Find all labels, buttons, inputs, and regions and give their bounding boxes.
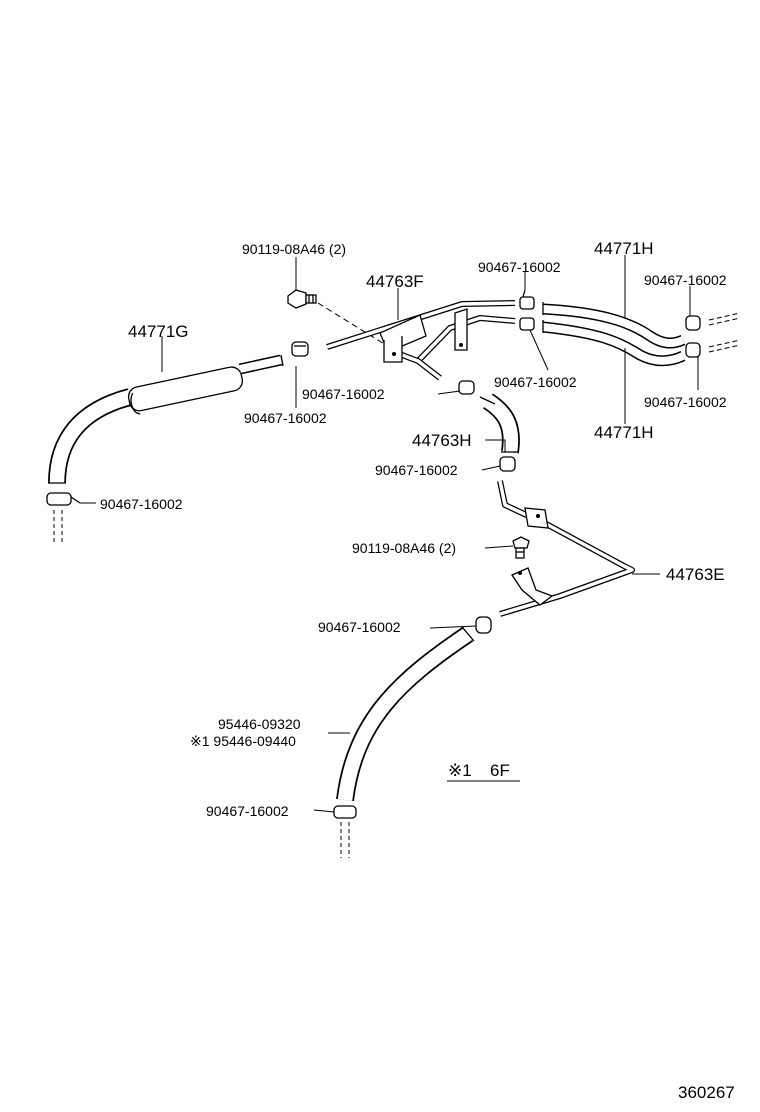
label-pipe-44763E: 44763E [666, 565, 725, 584]
label-hose-44763H: 44763H [412, 431, 472, 450]
hose-44771H-upper [542, 302, 686, 349]
clamp-90467-mid [475, 616, 492, 634]
diagram-id: 360267 [678, 1083, 735, 1102]
label-pipe-44763F: 44763F [366, 272, 424, 291]
hose-44763H [479, 393, 520, 454]
label-hose-95446-line2: ※1 95446-09440 [190, 733, 296, 749]
clamp-90467-mid-upper [499, 456, 516, 472]
label-clip-right-lower: 90467-16002 [644, 394, 727, 410]
bolt-mid [512, 536, 530, 559]
label-clip-mid-upper: 90467-16002 [375, 462, 458, 478]
label-bolt-top: 90119-08A46 (2) [242, 241, 346, 257]
clamp-90467-center-b [519, 317, 535, 331]
note-text: 6F [490, 761, 510, 780]
pipe-44763F [326, 300, 516, 381]
label-clip-center-b: 90467-16002 [494, 374, 577, 390]
label-clip-bottom: 90467-16002 [206, 803, 289, 819]
hose-44771H-lower [542, 320, 686, 367]
clamp-90467-left-bottom [46, 492, 81, 506]
label-hose-44771H-bottom: 44771H [594, 423, 654, 442]
label-clip-left-bottom: 90467-16002 [100, 496, 183, 512]
clamp-90467-g [291, 341, 309, 357]
label-hose-44771H-top: 44771H [594, 239, 654, 258]
label-clip-right-upper: 90467-16002 [644, 272, 727, 288]
label-hose-95446-line1: 95446-09320 [218, 716, 301, 732]
note-mark: ※1 [448, 761, 472, 780]
label-clip-center-a: 90467-16002 [302, 386, 385, 402]
pipe-44763E [497, 480, 635, 617]
label-clip-left-g: 90467-16002 [244, 410, 327, 426]
clamp-90467-top-center [519, 289, 535, 310]
leader-lines [80, 255, 699, 813]
clamp-90467-right-upper [685, 315, 701, 331]
clamp-90467-bottom [333, 805, 357, 819]
label-bolt-mid: 90119-08A46 (2) [352, 540, 456, 556]
hose-44771G [48, 354, 284, 484]
clamp-90467-right-lower [685, 342, 701, 358]
label-clip-mid: 90467-16002 [318, 619, 401, 635]
label-clip-top-center: 90467-16002 [478, 259, 561, 275]
hose-95446 [336, 626, 475, 802]
clamp-90467-center-a [458, 380, 475, 395]
label-hose-44771G: 44771G [128, 322, 189, 341]
